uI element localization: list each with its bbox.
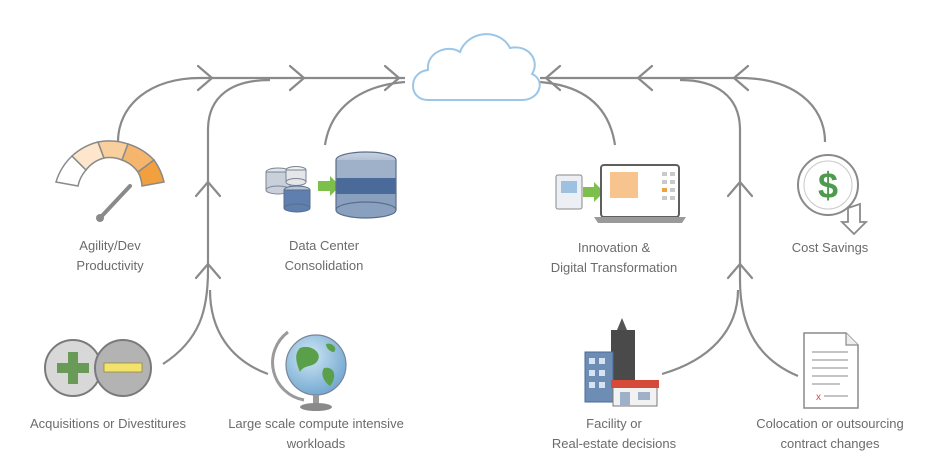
chevron-left-icon (544, 64, 562, 92)
svg-text:$: $ (818, 165, 838, 206)
label-innovation: Innovation & Digital Transformation (550, 240, 678, 275)
label-agility: Agility/Dev Productivity (76, 238, 144, 273)
chevron-left-icon (732, 64, 750, 92)
chevron-up-icon (194, 262, 222, 280)
dollar-savings-icon: $ (797, 154, 869, 236)
label-acquisitions: Acquisitions or Divestitures (29, 416, 187, 431)
database-consolidation-icon (265, 151, 397, 219)
flow-line-datacenter (323, 80, 406, 146)
label-compute: Large scale compute intensive workloads (228, 416, 404, 451)
flow-line-facility (661, 289, 740, 376)
cloud-icon (412, 33, 541, 101)
flow-line-left-trunk (162, 78, 271, 365)
label-cost-savings: Cost Savings (791, 240, 869, 255)
flow-line-innovation (539, 80, 617, 146)
flow-line-right-top (540, 76, 827, 143)
speedometer-gauge-icon (55, 140, 165, 222)
plus-minus-icon (44, 339, 152, 397)
chevron-up-icon (726, 262, 754, 280)
contract-document-icon: x (803, 332, 859, 409)
svg-text:x: x (816, 392, 821, 403)
chevron-right-icon (196, 64, 214, 92)
flow-line-right-trunk (679, 78, 799, 378)
chevron-left-icon (636, 64, 654, 92)
chevron-up-icon (726, 180, 754, 198)
flow-lines (116, 76, 827, 378)
chevron-right-icon (288, 64, 306, 92)
label-datacenter: Data Center Consolidation (284, 238, 364, 273)
flow-line-compute (208, 289, 269, 376)
flow-chevrons (194, 64, 754, 280)
laptop-transformation-icon (555, 164, 686, 223)
city-buildings-icon (584, 318, 659, 407)
label-colocation: Colocation or outsourcing contract chang… (756, 416, 904, 451)
label-facility: Facility or Real-estate decisions (551, 416, 677, 451)
flow-line-left-top (116, 76, 405, 143)
globe-icon (271, 330, 347, 411)
chevron-right-icon (383, 64, 401, 92)
chevron-up-icon (194, 180, 222, 198)
